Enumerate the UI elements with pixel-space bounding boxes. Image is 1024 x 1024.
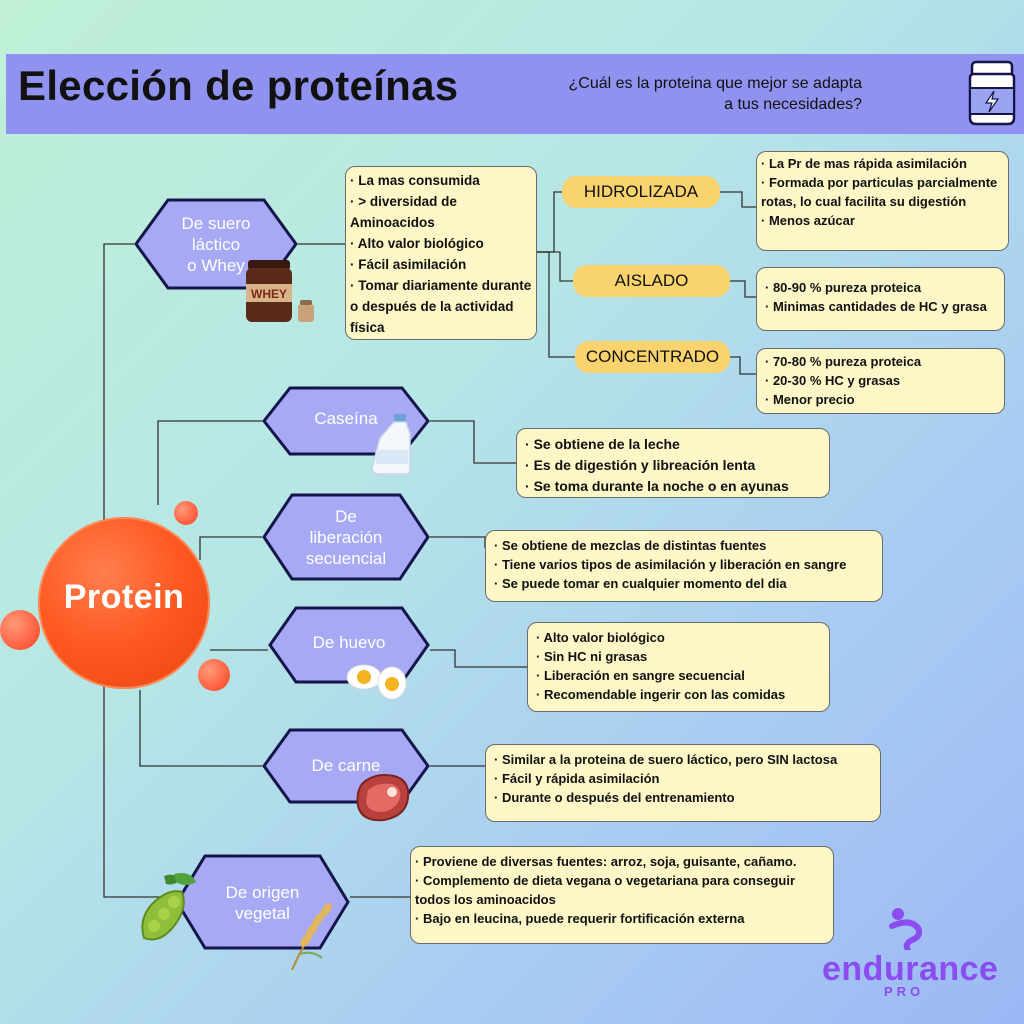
- decor-bubble: [198, 659, 230, 691]
- bullet: 20-30 % HC y grasas: [772, 373, 901, 388]
- pill-aislado: AISLADO: [573, 265, 730, 297]
- bullet: 80-90 % pureza proteica: [772, 280, 922, 295]
- bullet: Fácil y rápida asimilación: [501, 771, 660, 786]
- category-label: De suero láctico o Whey: [181, 213, 251, 275]
- page-title: Elección de proteínas: [18, 62, 459, 109]
- category-label: De carne: [311, 756, 381, 775]
- decor-bubble: [174, 501, 198, 525]
- bullet: La mas consumida: [358, 173, 480, 188]
- whey-tub-icon: WHEY: [246, 260, 314, 322]
- meat-steak-icon: [356, 774, 410, 822]
- pill-hidrolizada: HIDROLIZADA: [562, 176, 720, 208]
- bullet: Tiene varios tipos de asimilación y libe…: [501, 557, 847, 572]
- bullet: Minimas cantidades de HC y grasa: [772, 299, 987, 314]
- info-box-concentrado: · 70-80 % pureza proteica · 20-30 % HC y…: [756, 348, 1005, 414]
- bullet: Similar a la proteina de suero láctico, …: [501, 752, 838, 767]
- bullet: Durante o después del entrenamiento: [501, 790, 735, 805]
- page-subtitle: ¿Cuál es la proteina que mejor se adapta…: [568, 75, 862, 113]
- category-label: Caseína: [314, 409, 378, 428]
- info-box-huevo: · Alto valor biológico · Sin HC ni grasa…: [527, 622, 830, 712]
- bullet: Proviene de diversas fuentes: arroz, soj…: [422, 854, 797, 869]
- bullet: Liberación en sangre secuencial: [543, 668, 745, 683]
- bullet: Menor precio: [772, 392, 855, 407]
- brand-logo-sub: PRO: [884, 984, 925, 999]
- bullet: Se obtiene de la leche: [533, 436, 680, 452]
- info-box-aislado: · 80-90 % pureza proteica · Minimas cant…: [756, 267, 1005, 331]
- info-box-hidrolizada: · La Pr de mas rápida asimilación · Form…: [756, 151, 1009, 251]
- bullet: Alto valor biológico: [543, 630, 665, 645]
- info-box-carne: · Similar a la proteina de suero láctico…: [485, 744, 881, 822]
- bullet: Formada por particulas parcialmente rota…: [761, 175, 998, 209]
- bullet: Complemento de dieta vegana o vegetarian…: [415, 873, 796, 907]
- protein-jar-icon: [968, 60, 1016, 126]
- whey-tub-label: WHEY: [251, 287, 287, 301]
- category-label: De origen vegetal: [225, 883, 300, 923]
- runner-logo-icon: [889, 908, 923, 950]
- info-box-secuencial: · Se obtiene de mezclas de distintas fue…: [485, 530, 883, 602]
- bullet: Bajo en leucina, puede requerir fortific…: [422, 911, 745, 926]
- boiled-egg-icon: [346, 664, 407, 700]
- protein-center-node: [38, 517, 210, 689]
- info-box-caseina: · Se obtiene de la leche · Es de digesti…: [516, 428, 830, 498]
- bullet: > diversidad de Aminoacidos: [350, 194, 457, 230]
- bullet: Sin HC ni grasas: [543, 649, 648, 664]
- decor-bubble: [0, 610, 40, 650]
- wheat-icon: [291, 903, 332, 971]
- bullet: Se obtiene de mezclas de distintas fuent…: [501, 538, 767, 553]
- protein-label: Protein: [63, 578, 185, 616]
- bullet: Se toma durante la noche o en ayunas: [533, 478, 789, 494]
- info-box-whey: · La mas consumida · > diversidad de Ami…: [345, 166, 537, 340]
- category-vegetal: De origen vegetal: [175, 854, 350, 950]
- bullet: 70-80 % pureza proteica: [772, 354, 922, 369]
- category-label: De huevo: [312, 633, 386, 652]
- bullet: Recomendable ingerir con las comidas: [543, 687, 786, 702]
- bullet: Tomar diariamente durante o después de l…: [350, 278, 532, 335]
- category-secuencial: De liberación secuencial: [262, 493, 430, 581]
- bullet: Es de digestión y libreación lenta: [533, 457, 756, 473]
- bullet: Alto valor biológico: [357, 236, 484, 251]
- pill-concentrado: CONCENTRADO: [575, 341, 730, 373]
- info-box-vegetal: · Proviene de diversas fuentes: arroz, s…: [410, 846, 834, 944]
- soybean-pod-icon: [141, 873, 196, 941]
- header-banner: [6, 54, 1024, 134]
- bullet: La Pr de mas rápida asimilación: [768, 156, 967, 171]
- category-label: De liberación secuencial: [305, 506, 387, 568]
- bullet: Fácil asimilación: [358, 257, 467, 272]
- milk-bottle-icon: [371, 414, 411, 475]
- bullet: Menos azúcar: [768, 213, 855, 228]
- brand-logo-text: endurance: [822, 950, 999, 988]
- bullet: Se puede tomar en cualquier momento del …: [501, 576, 787, 591]
